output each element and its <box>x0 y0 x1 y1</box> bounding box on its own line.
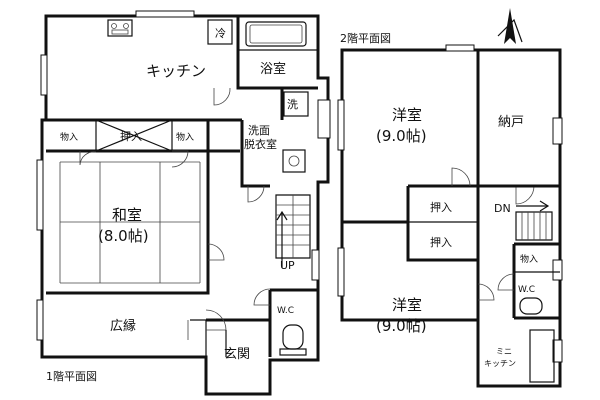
stairs-down-label: DN <box>494 202 511 215</box>
room-youshitsu-upper-size: (9.0帖) <box>376 127 427 145</box>
room-genkan: 玄関 <box>224 347 250 362</box>
room-washroom-line1: 洗面 <box>248 124 270 137</box>
room-mini-kitchen-line1: ミニ <box>496 347 512 356</box>
room-storage-2f: 物入 <box>520 253 538 265</box>
washer-label: 洗 <box>287 98 298 111</box>
north-arrow-icon <box>497 8 523 44</box>
stairs-up-label: UP <box>280 259 295 272</box>
room-wc-2f: W.C <box>518 285 535 295</box>
room-mini-kitchen-line2: キッチン <box>484 359 516 368</box>
room-youshitsu-lower-size: (9.0帖) <box>376 317 427 335</box>
floor1-title: 1階平面図 <box>46 369 97 383</box>
floor-1 <box>36 10 331 396</box>
room-hiroen: 広縁 <box>110 318 136 334</box>
room-oshiire-2f-b: 押入 <box>430 235 452 249</box>
floor2-title: 2階平面図 <box>340 31 391 45</box>
room-washitsu-size: (8.0帖) <box>98 227 149 245</box>
room-nando: 納戸 <box>498 115 524 130</box>
room-kitchen: キッチン <box>146 62 206 80</box>
room-oshiire-2f-a: 押入 <box>430 200 452 214</box>
room-youshitsu-upper: 洋室 <box>392 106 422 124</box>
fridge-label: 冷 <box>215 27 226 40</box>
room-youshitsu-lower: 洋室 <box>392 296 422 314</box>
room-wc-1f: W.C <box>277 306 294 316</box>
room-washitsu: 和室 <box>112 206 142 224</box>
room-storage-left: 物入 <box>60 131 78 143</box>
room-washroom-line2: 脱衣室 <box>244 137 277 151</box>
room-oshiire-1f: 押入 <box>120 129 142 143</box>
room-storage-mid: 物入 <box>176 131 194 143</box>
room-bath: 浴室 <box>260 61 286 77</box>
floor-2 <box>337 44 563 388</box>
